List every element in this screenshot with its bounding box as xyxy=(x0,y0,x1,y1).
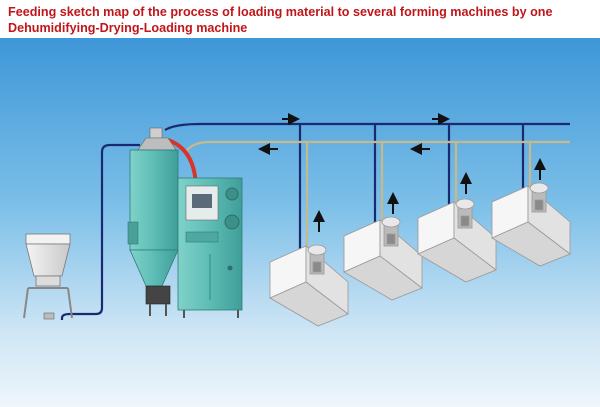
title-line-1: Feeding sketch map of the process of loa… xyxy=(8,5,553,19)
dehumidifying-drying-loading-machine xyxy=(127,127,243,318)
forming-machine-3 xyxy=(417,198,497,283)
return-pipe xyxy=(185,140,570,258)
hopper xyxy=(23,233,73,320)
flow-arrows xyxy=(258,113,546,232)
forming-machine-4 xyxy=(491,182,571,267)
forming-machine-2 xyxy=(343,216,423,301)
diagram-title: Feeding sketch map of the process of loa… xyxy=(8,4,588,36)
title-line-2: Dehumidifying-Drying-Loading machine xyxy=(8,21,248,35)
forming-machine-1 xyxy=(269,244,349,327)
